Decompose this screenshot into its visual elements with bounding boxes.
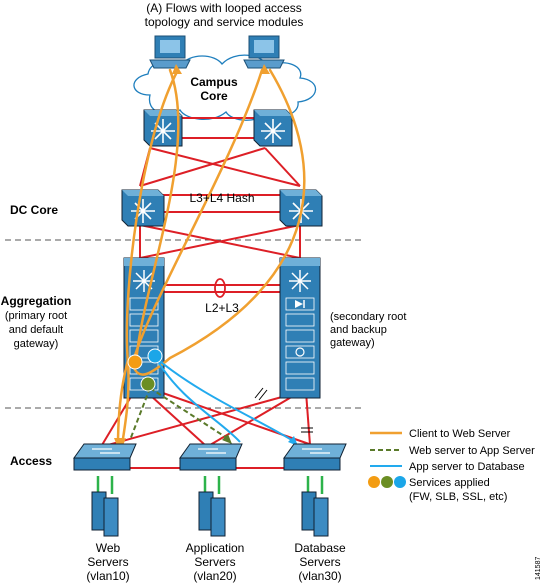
blocked-link-markers xyxy=(254,387,313,433)
legend-services-line1: Services applied xyxy=(409,477,490,489)
secondary-root-label-line3: gateway) xyxy=(330,337,375,349)
legend-web-to-app: Web server to App Server xyxy=(409,445,535,457)
client-to-web-flows xyxy=(116,68,306,447)
app-servers-vlan: (vlan20) xyxy=(193,569,236,583)
service-dot-icon xyxy=(127,354,143,370)
legend: Client to Web Server Web server to App S… xyxy=(368,428,535,503)
legend-app-to-db: App server to Database xyxy=(409,461,525,473)
diagram-title-line1: (A) Flows with looped access xyxy=(146,1,301,15)
app-to-db-flow xyxy=(155,357,241,443)
server-icon xyxy=(198,491,226,537)
layer2-switch-icon xyxy=(179,443,243,471)
service-chassis-icon xyxy=(279,257,321,399)
l2-l3-label: L2+L3 xyxy=(205,301,239,315)
multilayer-switch-icon xyxy=(121,189,165,227)
db-servers-label-line1: Database xyxy=(294,541,346,555)
port-channel-icon xyxy=(214,278,226,298)
server-icon xyxy=(91,491,119,537)
flow-arrowheads xyxy=(114,64,270,448)
service-dot-icon xyxy=(147,348,163,364)
db-servers-label-line2: Servers xyxy=(299,555,340,569)
legend-client-to-web: Client to Web Server xyxy=(409,428,511,440)
app-to-db-flow xyxy=(155,357,296,443)
layer2-switch-icon xyxy=(73,443,137,471)
web-servers-vlan: (vlan10) xyxy=(86,569,129,583)
layer2-switch-icon xyxy=(283,443,347,471)
web-servers-label-line2: Servers xyxy=(87,555,128,569)
secondary-root-label-line2: and backup xyxy=(330,324,387,336)
workstation-icon xyxy=(243,35,285,69)
multilayer-switch-icon xyxy=(253,109,293,147)
l3-l4-hash-label: L3+L4 Hash xyxy=(189,191,254,205)
service-dot-icon xyxy=(140,376,156,392)
campus-core-label-line2: Core xyxy=(200,89,228,103)
legend-services-line2: (FW, SLB, SSL, etc) xyxy=(409,491,507,503)
aggregation-label-line3: and default xyxy=(9,324,63,336)
multilayer-switch-icon xyxy=(143,109,183,147)
diagram-title-line2: topology and service modules xyxy=(145,15,304,29)
db-servers-vlan: (vlan30) xyxy=(298,569,341,583)
aggregation-label-line2: (primary root xyxy=(5,310,67,322)
server-links xyxy=(96,476,324,494)
server-icon xyxy=(301,491,329,537)
figure-id: 141587 xyxy=(535,557,542,580)
app-servers-label-line2: Servers xyxy=(194,555,235,569)
flow-arrowheads xyxy=(222,434,232,444)
aggregation-label: Aggregation xyxy=(1,294,72,308)
web-to-app-flow xyxy=(129,387,151,441)
dc-core-label: DC Core xyxy=(10,203,58,217)
workstation-icon xyxy=(149,35,191,69)
app-servers-label-line1: Application xyxy=(186,541,245,555)
access-label: Access xyxy=(10,454,52,468)
service-dot-icon xyxy=(394,476,406,488)
secondary-root-label-line1: (secondary root xyxy=(330,311,406,323)
aggregation-label-line4: gateway) xyxy=(14,338,59,350)
web-servers-label-line1: Web xyxy=(96,541,121,555)
service-dot-icon xyxy=(381,476,393,488)
campus-core-label-line1: Campus xyxy=(190,75,238,89)
service-dot-icon xyxy=(368,476,380,488)
